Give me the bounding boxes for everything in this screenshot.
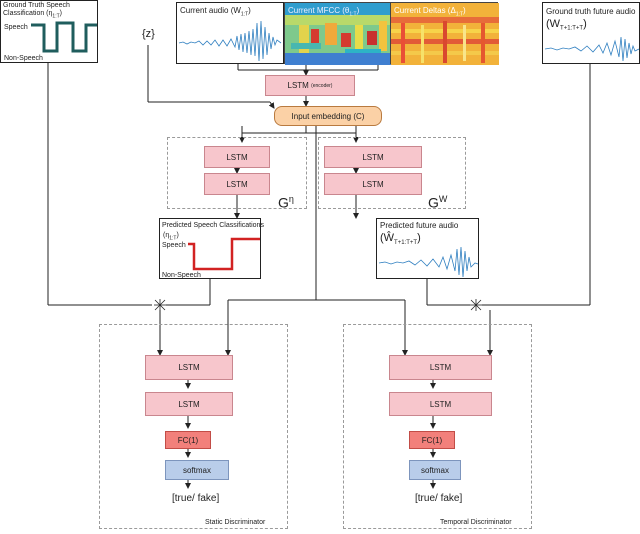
generator-w-lstm-1: LSTM: [324, 146, 422, 168]
predicted-speech-panel: Predicted Speech Classifications (η1:T) …: [159, 218, 264, 279]
static-discriminator-group: [99, 324, 288, 529]
predicted-future-waveform: [378, 246, 479, 278]
static-disc-output: [true/ fake]: [172, 493, 220, 504]
gt-speech-signal: [31, 21, 97, 53]
current-mfcc-label: Current MFCC (θ1:T): [288, 6, 360, 18]
generator-eta-group: [167, 137, 307, 209]
generator-w-label: GW: [428, 194, 448, 211]
static-disc-lstm-2: LSTM: [145, 392, 233, 416]
gt-future-audio-panel: Ground truth future audio (WT+1:T+T): [542, 2, 640, 64]
temporal-disc-output: [true/ fake]: [415, 493, 463, 504]
current-audio-waveform: [178, 20, 282, 62]
gt-speech-panel: Ground Truth Speech Classification (η1:T…: [0, 0, 98, 63]
predicted-speech-nonspeech-label: Non-Speech: [162, 272, 201, 279]
current-mfcc-panel: Current MFCC (θ1:T): [284, 2, 391, 65]
predicted-speech-speech-label: Speech: [162, 242, 186, 249]
static-disc-fc: FC(1): [165, 431, 211, 449]
left-junction-icon: [154, 299, 166, 311]
predicted-future-audio-panel: Predicted future audio (ŴT+1:T+T): [376, 218, 479, 279]
noise-z-label: {z}: [142, 28, 155, 40]
gt-future-audio-waveform: [544, 36, 640, 62]
static-disc-lstm-1: LSTM: [145, 355, 233, 380]
generator-w-group: [318, 137, 466, 209]
predicted-speech-title: Predicted Speech Classifications: [162, 222, 264, 229]
current-deltas-panel: Current Deltas (Δ1:T): [390, 2, 499, 65]
predicted-future-symbol: (ŴT+1:T+T): [380, 232, 421, 247]
static-disc-softmax: softmax: [165, 460, 229, 480]
encoder-lstm: LSTM (encoder): [265, 75, 355, 96]
current-deltas-label: Current Deltas (Δ1:T): [394, 6, 466, 18]
gt-speech-nonspeech-label: Non-Speech: [4, 55, 43, 62]
generator-eta-lstm-1: LSTM: [204, 146, 270, 168]
temporal-disc-lstm-1: LSTM: [389, 355, 492, 380]
generator-eta-label: Gη: [278, 194, 294, 211]
generator-eta-lstm-2: LSTM: [204, 173, 270, 195]
temporal-disc-lstm-2: LSTM: [389, 392, 492, 416]
gt-speech-title: Ground Truth Speech Classification (η1:T…: [3, 2, 70, 20]
temporal-disc-caption: Temporal Discriminator: [440, 519, 512, 526]
static-disc-caption: Static Discriminator: [205, 519, 266, 526]
right-junction-icon: [470, 299, 482, 311]
input-embedding: Input embedding (C): [274, 106, 382, 126]
temporal-discriminator-group: [343, 324, 532, 529]
predicted-future-title: Predicted future audio: [380, 221, 459, 230]
temporal-disc-softmax: softmax: [409, 460, 461, 480]
generator-w-lstm-2: LSTM: [324, 173, 422, 195]
gt-speech-speech-label: Speech: [4, 24, 28, 31]
predicted-speech-signal: [188, 237, 260, 271]
mfcc-heatmap: [285, 3, 391, 65]
current-audio-label: Current audio (W1:T): [180, 6, 251, 18]
gt-future-audio-label: Ground truth future audio (WT+1:T+T): [546, 7, 636, 32]
predicted-speech-symbol: (η1:T): [163, 232, 179, 242]
current-audio-panel: Current audio (W1:T): [176, 2, 284, 64]
deltas-heatmap: [391, 3, 499, 65]
temporal-disc-fc: FC(1): [409, 431, 455, 449]
